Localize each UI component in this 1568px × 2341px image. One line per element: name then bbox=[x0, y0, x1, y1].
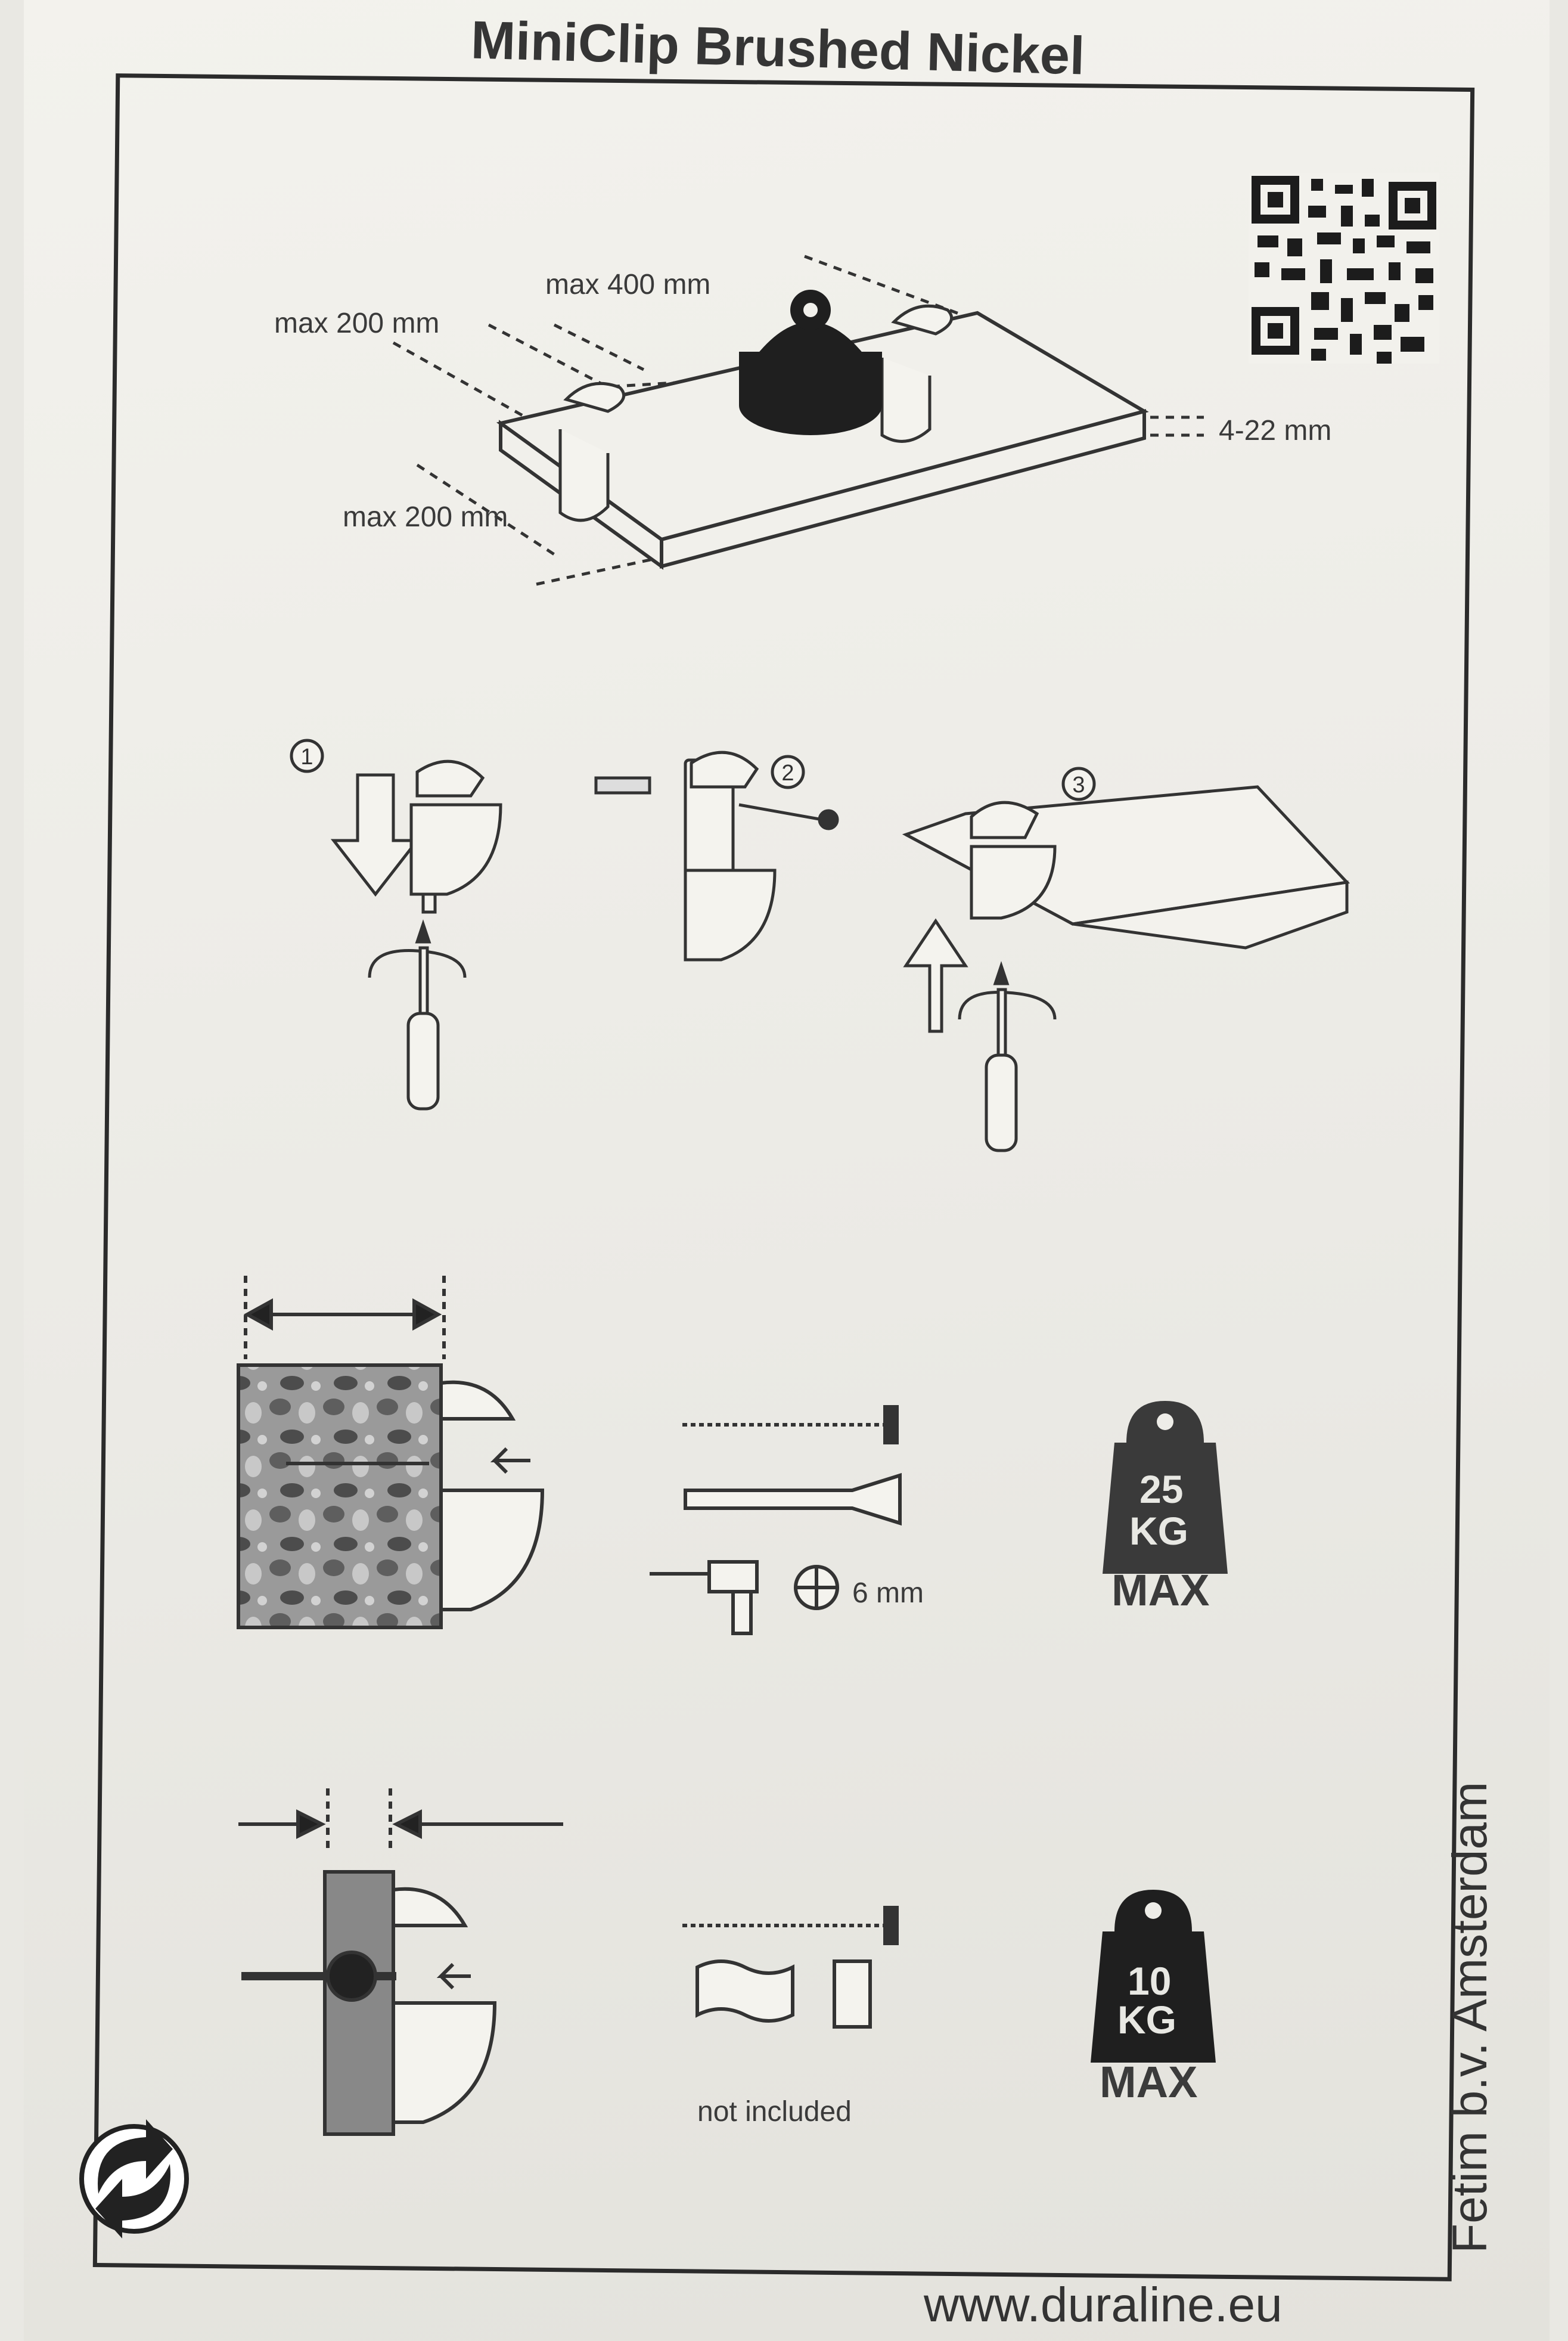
dimension-label-thickness: 4-22 mm bbox=[1219, 415, 1332, 447]
screw-icon bbox=[682, 1906, 899, 1945]
step-3-label: 3 bbox=[1072, 773, 1085, 798]
step-1-label: 1 bbox=[300, 745, 313, 770]
weight-max-25: MAX bbox=[1111, 1565, 1210, 1615]
wall-plug-icon bbox=[684, 1472, 902, 1526]
weight-max-10: MAX bbox=[1100, 2057, 1198, 2107]
dimension-label-bottom: max 200 mm bbox=[343, 501, 508, 533]
screw-icon bbox=[682, 1405, 899, 1444]
screw-icon bbox=[241, 1951, 396, 2002]
up-arrow-icon bbox=[903, 918, 968, 1033]
weight-unit-25: KG bbox=[1129, 1509, 1188, 1553]
screw-icon bbox=[738, 803, 839, 830]
step-2-label: 2 bbox=[781, 761, 794, 786]
dimension-label-left: max 200 mm bbox=[274, 308, 440, 339]
screwdriver-icon bbox=[985, 961, 1018, 1152]
hollow-wall bbox=[323, 1870, 395, 2136]
step-3-marker bbox=[1061, 767, 1096, 801]
solid-wall bbox=[237, 1363, 443, 1629]
screwdriver-icon bbox=[406, 919, 440, 1111]
weight-icon bbox=[1091, 1890, 1216, 2063]
down-arrow-icon bbox=[330, 773, 421, 897]
recycling-icon bbox=[79, 2119, 189, 2238]
company-name: Fetim b.v. Amsterdam bbox=[1443, 1781, 1497, 2253]
drill-icon bbox=[650, 1560, 759, 1635]
weight-unit-10: KG bbox=[1117, 1998, 1176, 2042]
step-1-marker bbox=[290, 739, 324, 773]
weight-value-10: 10 bbox=[1128, 1959, 1172, 2003]
not-included-label: not included bbox=[697, 2096, 852, 2128]
weight-icon bbox=[1103, 1401, 1228, 1574]
dimension-label-back: max 400 mm bbox=[545, 269, 711, 300]
website-link[interactable]: www.duraline.eu bbox=[924, 2278, 1283, 2332]
wall-plug-icon bbox=[695, 1959, 872, 2029]
weight-icon bbox=[739, 290, 882, 435]
drill-size-label: 6 mm bbox=[852, 1577, 924, 1609]
weight-value-25: 25 bbox=[1139, 1467, 1184, 1511]
wall-plug-icon bbox=[594, 776, 651, 795]
step-2-marker bbox=[771, 755, 805, 789]
